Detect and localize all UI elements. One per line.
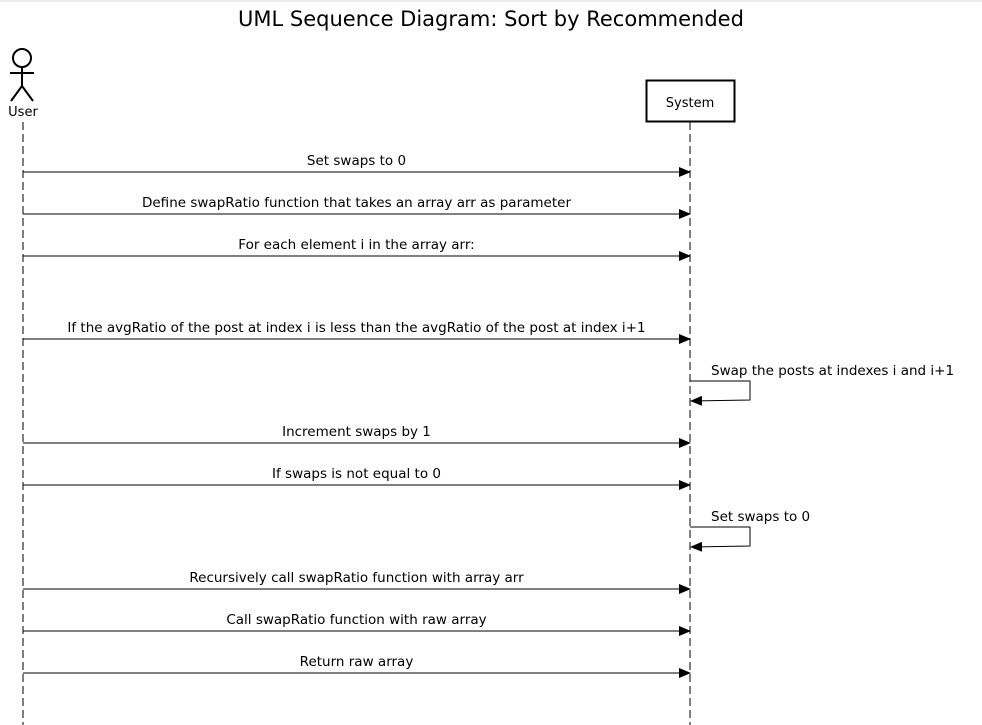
message-label: Increment swaps by 1 (282, 424, 431, 440)
diagram-title: UML Sequence Diagram: Sort by Recommende… (238, 7, 744, 31)
message-label: Return raw array (300, 654, 414, 670)
message-label: Define swapRatio function that takes an … (142, 195, 571, 211)
message-label: If the avgRatio of the post at index i i… (67, 320, 645, 336)
participant-system-label: System (666, 96, 714, 111)
participant-system-box (645, 79, 736, 123)
self-message-arrow (690, 526, 751, 552)
top-border (0, 0, 982, 2)
message-label: Set swaps to 0 (307, 153, 406, 169)
message-label: Set swaps to 0 (711, 509, 810, 525)
message-label: If swaps is not equal to 0 (272, 466, 441, 482)
actor-icon (10, 48, 34, 102)
self-message-arrow (690, 380, 751, 406)
message-label: Swap the posts at indexes i and i+1 (711, 363, 954, 379)
message-label: Call swapRatio function with raw array (226, 612, 486, 628)
message-label: Recursively call swapRatio function with… (189, 570, 524, 586)
message-label: For each element i in the array arr: (238, 237, 474, 253)
participant-user-label: User (8, 105, 38, 120)
